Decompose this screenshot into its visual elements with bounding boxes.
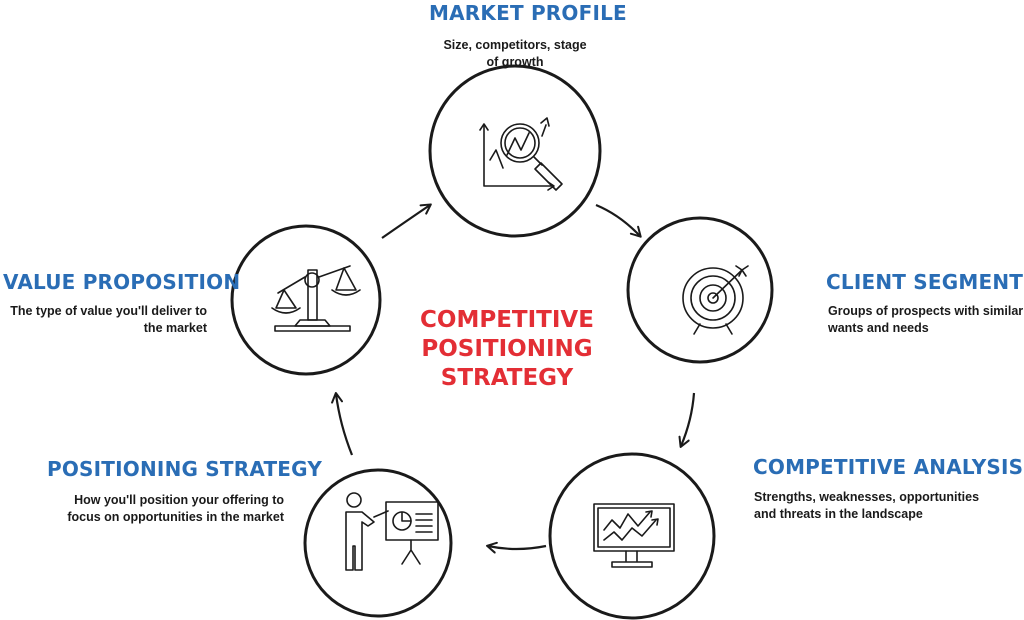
value-proposition-circle [230,224,382,376]
center-title-line-2: POSITIONING [421,335,593,362]
arrow-market-to-client [595,203,642,238]
positioning-strategy-desc-line-1: How you'll position your offering to [74,493,284,507]
competitive-analysis-circle [548,452,716,620]
center-title: COMPETITIVE POSITIONING STRATEGY [392,306,622,392]
presenter-icon [345,492,439,571]
positioning-strategy-circle [303,468,453,618]
market-profile-description: Size, competitors, stage of growth [420,37,610,71]
arrow-client-to-competitive [678,392,696,448]
monitor-chart-icon [593,503,675,568]
positioning-strategy-title-text: POSITIONING STRATEGY [47,457,323,481]
client-segments-title-text: CLIENT SEGMENTS [826,270,1024,294]
client-segments-desc-line-2: wants and needs [828,320,929,335]
client-segments-title: CLIENT SEGMENTS [826,272,1024,292]
center-title-line-3: STRATEGY [440,364,574,391]
market-profile-title-text: MARKET PROFILE [429,1,627,25]
scales-icon [271,265,361,332]
competitive-analysis-title-text: COMPETITIVE ANALYSIS [753,455,1024,479]
market-profile-desc-line-1: Size, competitors, stage [443,38,587,52]
competitive-analysis-description: Strengths, weaknesses, opportunities and… [754,489,1014,523]
arrow-value-to-market [381,203,432,239]
market-profile-circle [428,64,602,238]
client-segments-desc-line-1: Groups of prospects with similar [828,304,1024,318]
value-proposition-description: The type of value you'll deliver to the … [4,303,207,337]
arrow-positioning-to-value [331,392,354,456]
market-profile-title: MARKET PROFILE [429,3,627,23]
positioning-strategy-desc-line-2: focus on opportunities in the market [67,509,284,524]
client-segments-circle [626,216,774,364]
target-icon [682,265,749,335]
value-proposition-title-text: VALUE PROPOSITION [3,270,241,294]
positioning-strategy-title: POSITIONING STRATEGY [47,459,322,479]
positioning-strategy-description: How you'll position your offering to foc… [24,492,284,526]
center-title-line-1: COMPETITIVE [420,307,594,333]
competitive-analysis-title: COMPETITIVE ANALYSIS [753,457,1023,477]
value-proposition-desc-line-2: the market [143,320,207,335]
magnifier-chart-icon [479,117,563,191]
competitive-analysis-desc-line-1: Strengths, weaknesses, opportunities [754,490,980,504]
market-profile-desc-line-2: of growth [486,54,544,69]
value-proposition-desc-line-1: The type of value you'll deliver to [10,304,207,318]
client-segments-description: Groups of prospects with similar wants a… [828,303,1024,337]
arrow-competitive-to-positioning [486,541,547,554]
value-proposition-title: VALUE PROPOSITION [3,272,240,292]
competitive-analysis-desc-line-2: and threats in the landscape [754,506,923,521]
